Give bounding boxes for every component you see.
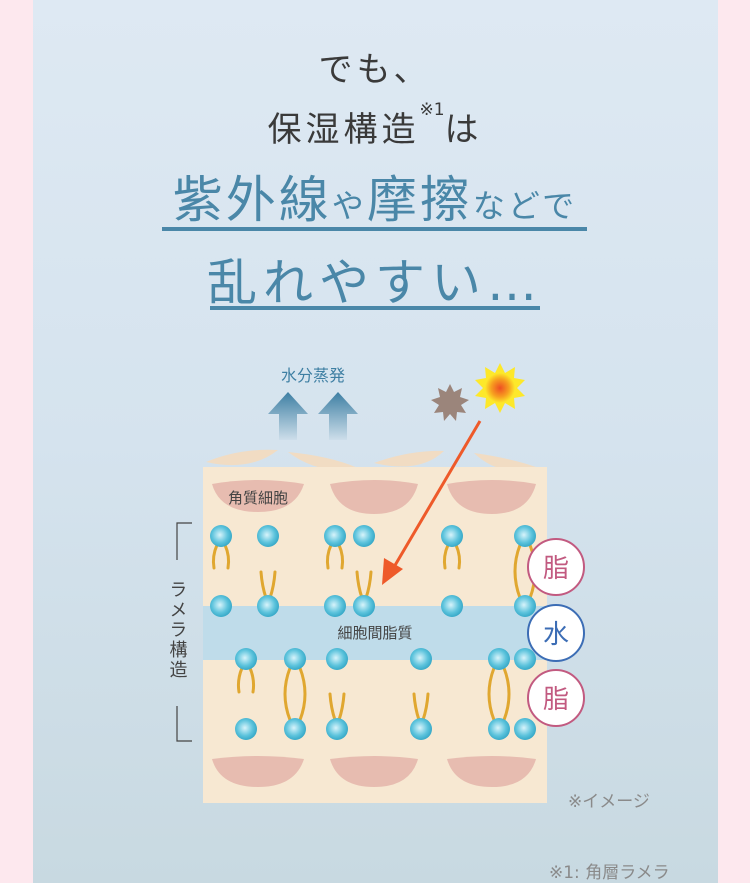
heading-friction: 摩擦 bbox=[366, 171, 473, 229]
heading-text: 保湿構造 bbox=[267, 110, 420, 150]
lipid-badge-bottom: 脂 bbox=[527, 669, 585, 727]
evaporation-label: 水分蒸発 bbox=[281, 366, 345, 385]
footnote: ※1: 角層ラメラ bbox=[549, 863, 670, 883]
friction-icon bbox=[431, 384, 469, 421]
skin-flakes bbox=[206, 449, 536, 471]
evaporation-arrow-icon bbox=[268, 392, 358, 440]
corneocyte-label: 角質細胞 bbox=[228, 489, 288, 507]
image-note: ※イメージ bbox=[568, 792, 650, 812]
lamellar-structure-label: ラメラ構造 bbox=[167, 580, 188, 680]
heading-text: などで bbox=[472, 187, 578, 225]
intercellular-lipid-label: 細胞間脂質 bbox=[337, 624, 412, 642]
water-badge: 水 bbox=[527, 604, 585, 662]
lipid-tails bbox=[211, 543, 537, 722]
heading-text: は bbox=[444, 110, 483, 150]
underline bbox=[162, 227, 587, 231]
uv-ray-arrow bbox=[382, 420, 482, 585]
svg-text:脂: 脂 bbox=[543, 685, 569, 715]
svg-text:脂: 脂 bbox=[543, 554, 569, 584]
heading-line-1: でも、 bbox=[318, 50, 432, 90]
heading-text: や bbox=[331, 187, 367, 225]
lipid-badge-top: 脂 bbox=[527, 538, 585, 596]
underline bbox=[210, 306, 540, 310]
lipid-heads bbox=[210, 525, 536, 740]
lamellar-bracket bbox=[176, 522, 192, 742]
heading-line-4: 乱れやすい… bbox=[207, 254, 543, 312]
heading-line-3: 紫外線や摩擦などで bbox=[0, 160, 750, 232]
corneocytes bbox=[212, 480, 536, 787]
footnote-marker: ※1 bbox=[419, 100, 445, 120]
svg-text:水: 水 bbox=[543, 620, 569, 650]
sun-icon bbox=[475, 363, 525, 413]
intercellular-water-band bbox=[203, 606, 547, 660]
heading-uv: 紫外線 bbox=[172, 171, 332, 229]
heading-line-2: 保湿構造※1は bbox=[0, 100, 750, 151]
